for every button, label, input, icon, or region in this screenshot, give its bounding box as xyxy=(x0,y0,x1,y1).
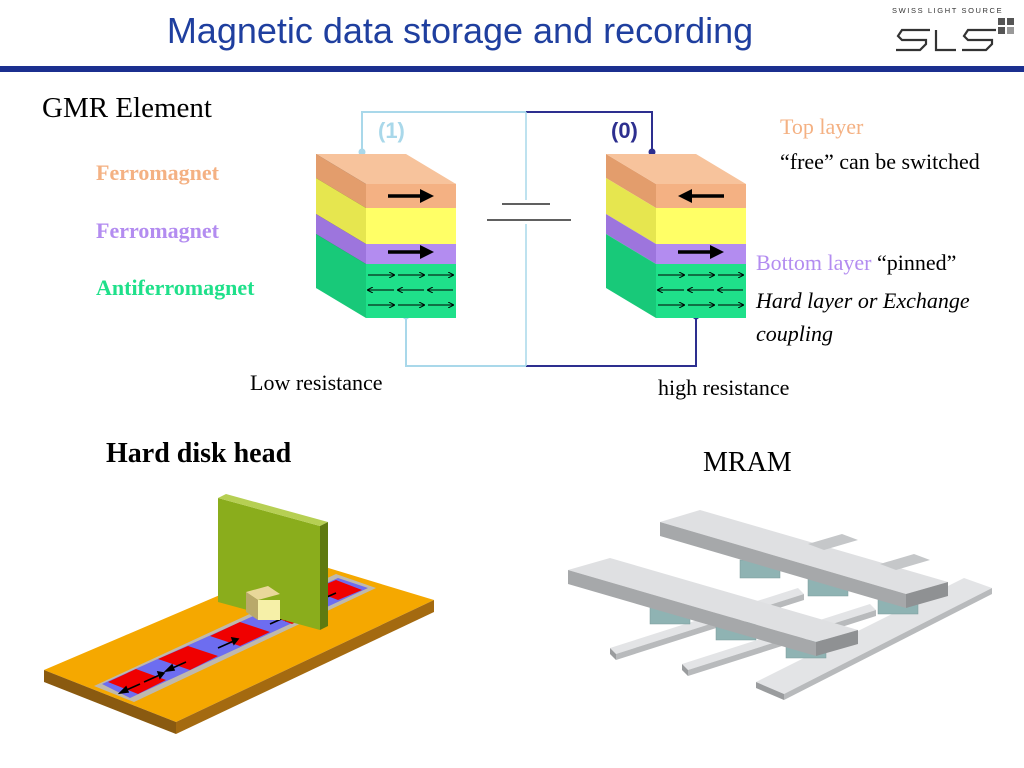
bottom-layer-label: Bottom layer xyxy=(756,250,872,275)
bottom-layer-alternative: Hard layer or Exchange coupling xyxy=(756,288,970,346)
sls-logo: SWISS LIGHT SOURCE xyxy=(890,6,1018,58)
state-label-1: (1) xyxy=(378,118,405,143)
wire-left-top xyxy=(361,111,526,152)
state-label-0: (0) xyxy=(611,118,638,143)
title-divider xyxy=(0,66,1024,72)
gmr-stack-left xyxy=(316,154,456,318)
hard-disk-heading: Hard disk head xyxy=(106,438,292,469)
logo-top-text: SWISS LIGHT SOURCE xyxy=(892,6,1004,15)
layer-label-pinned-ferromagnet: Ferromagnet xyxy=(96,218,219,243)
hard-disk-head-illustration xyxy=(44,494,434,734)
bottom-layer-description: “pinned” xyxy=(876,250,957,275)
high-resistance-label: high resistance xyxy=(658,375,790,400)
wire-right-bottom xyxy=(526,314,697,367)
top-layer-description: “free” can be switched xyxy=(780,149,980,174)
bottom-layer-line: Bottom layer “pinned” xyxy=(756,250,956,276)
gmr-circuit-diagram xyxy=(316,111,746,367)
low-resistance-label: Low resistance xyxy=(250,370,383,395)
layer-label-antiferromagnet: Antiferromagnet xyxy=(96,275,255,300)
layer-label-top-ferromagnet: Ferromagnet xyxy=(96,160,219,185)
sls-mark-icon xyxy=(896,18,1014,52)
wire-left-bottom xyxy=(405,316,526,367)
gmr-stack-right xyxy=(606,154,746,318)
mram-heading: MRAM xyxy=(703,447,792,478)
slide-title: Magnetic data storage and recording xyxy=(166,10,754,51)
mram-illustration xyxy=(568,510,992,700)
wire-right-top xyxy=(526,111,653,152)
battery-symbol xyxy=(487,200,571,224)
top-layer-label: Top layer xyxy=(780,114,864,139)
gmr-heading: GMR Element xyxy=(42,92,212,124)
